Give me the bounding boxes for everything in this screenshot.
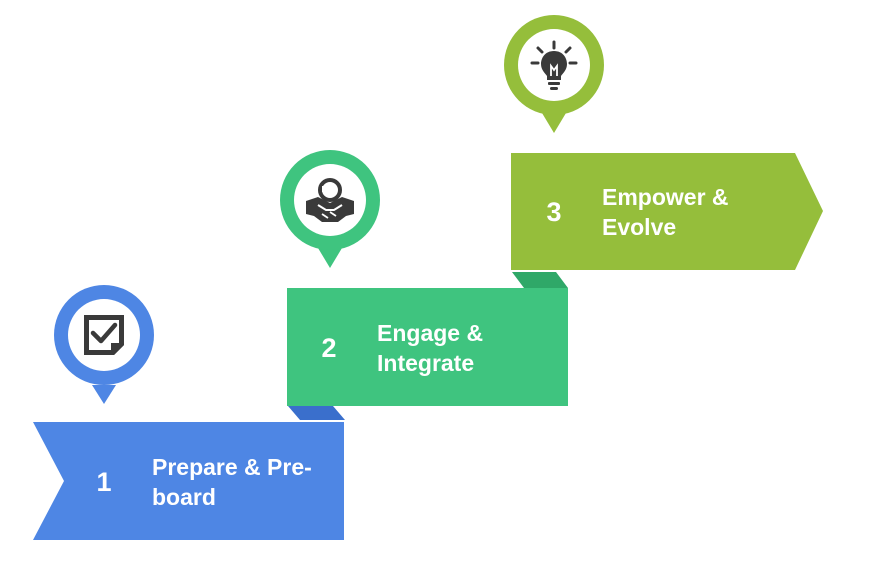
handshake-icon [306, 178, 354, 222]
step-1-pin [54, 285, 154, 404]
step-2-number: 2 [321, 333, 336, 363]
step-3-banner [511, 153, 823, 270]
step-1: 1 Prepare & Pre- board [33, 285, 345, 540]
step-3-pin [504, 15, 604, 133]
step-3-label-line2: Evolve [602, 214, 676, 240]
step-1-label-line2: board [152, 484, 216, 510]
step-3-pin-tail [542, 113, 566, 133]
step-2-banner [287, 288, 568, 406]
step-1-fold [288, 406, 345, 420]
lightbulb-icon [530, 40, 578, 90]
step-2-label-line2: Integrate [377, 350, 474, 376]
step-3: 3 Empower & Evolve [504, 15, 823, 270]
step-1-banner [33, 422, 344, 540]
checklist-icon [84, 315, 124, 355]
step-2-label-line1: Engage & [377, 320, 483, 346]
step-2-pin [280, 150, 380, 268]
step-3-number: 3 [546, 197, 561, 227]
step-3-label-line1: Empower & [602, 184, 729, 210]
step-2: 2 Engage & Integrate [280, 150, 568, 406]
step-2-fold [512, 272, 568, 288]
step-1-number: 1 [96, 467, 111, 497]
step-1-label-line1: Prepare & Pre- [152, 454, 312, 480]
step-1-pin-tail [92, 385, 116, 404]
step-2-pin-tail [318, 248, 342, 268]
